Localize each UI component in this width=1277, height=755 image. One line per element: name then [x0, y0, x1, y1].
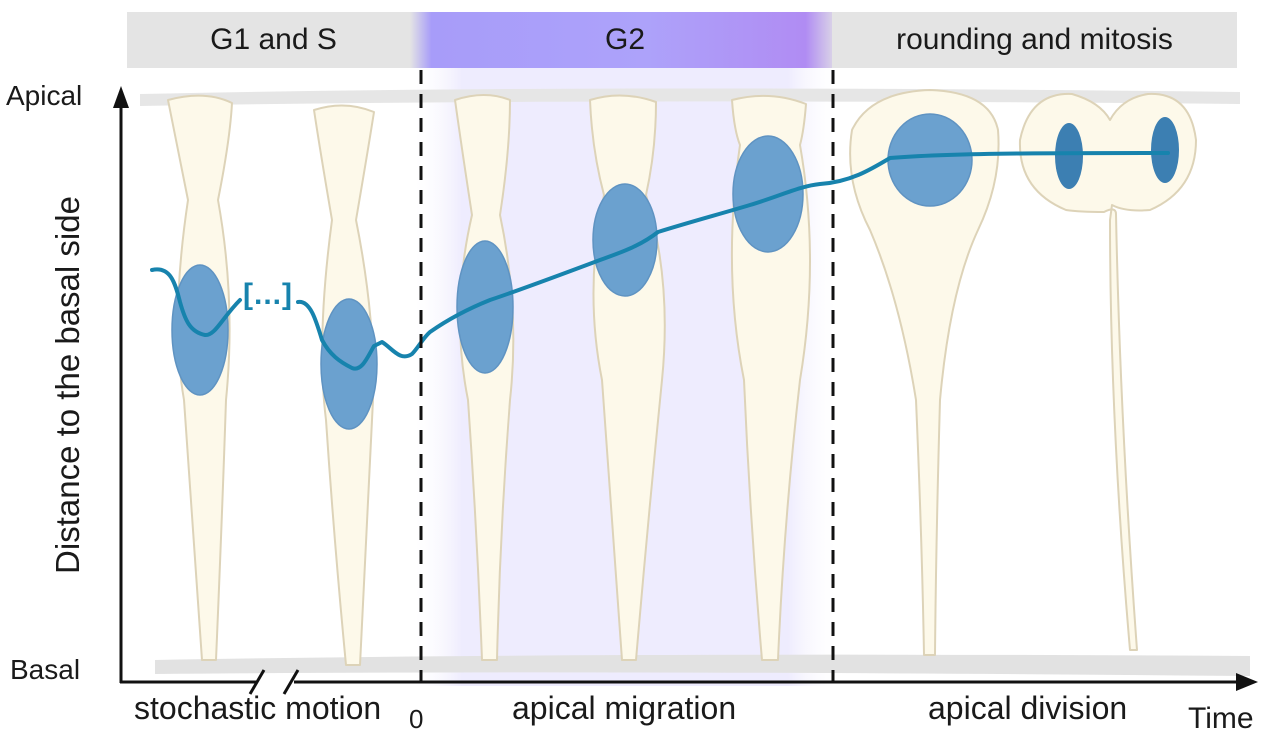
basal-surface: [155, 654, 1250, 676]
apical-label: Apical: [6, 80, 83, 111]
y-axis-arrowhead: [113, 86, 129, 108]
phase-label-g1s: G1 and S: [210, 23, 337, 56]
phase-band-g1s: [127, 12, 420, 68]
nucleus-3: [456, 240, 514, 374]
chromatid-left: [1055, 123, 1083, 189]
trajectory-segment-2: [296, 151, 1170, 371]
stochastic-motion-label: stochastic motion: [134, 690, 382, 726]
axis-break-mark-right: [282, 669, 300, 695]
axis-break-mark-left: [248, 669, 266, 695]
nucleus-5: [732, 135, 804, 253]
time-zero-label: 0: [409, 704, 424, 734]
nucleus-4: [592, 183, 658, 297]
phase-band-g2: [410, 12, 840, 68]
phase-label-g2: G2: [604, 23, 646, 56]
apical-migration-label: apical migration: [512, 690, 737, 726]
x-axis-label: Time: [1188, 702, 1254, 735]
y-axis-label: Distance to the basal side: [49, 196, 86, 574]
gap-marker: [...]: [243, 278, 293, 311]
trajectory: [150, 151, 1170, 371]
phase-label-mitosis: rounding and mitosis: [896, 23, 1173, 56]
chromatid-right: [1151, 117, 1179, 183]
trajectory-segment-1: [150, 267, 242, 337]
axis-break-gap: [256, 674, 294, 690]
phase-band-mitosis: [832, 12, 1237, 68]
cell-6-rounding: [849, 89, 1000, 656]
x-axis-arrowhead: [1236, 673, 1258, 691]
nucleus-2: [320, 298, 378, 430]
basal-label: Basal: [10, 654, 81, 685]
nuclei: [171, 113, 973, 430]
nucleus-1: [171, 264, 229, 396]
nucleus-6: [887, 113, 973, 207]
apical-division-label: apical division: [928, 690, 1128, 726]
